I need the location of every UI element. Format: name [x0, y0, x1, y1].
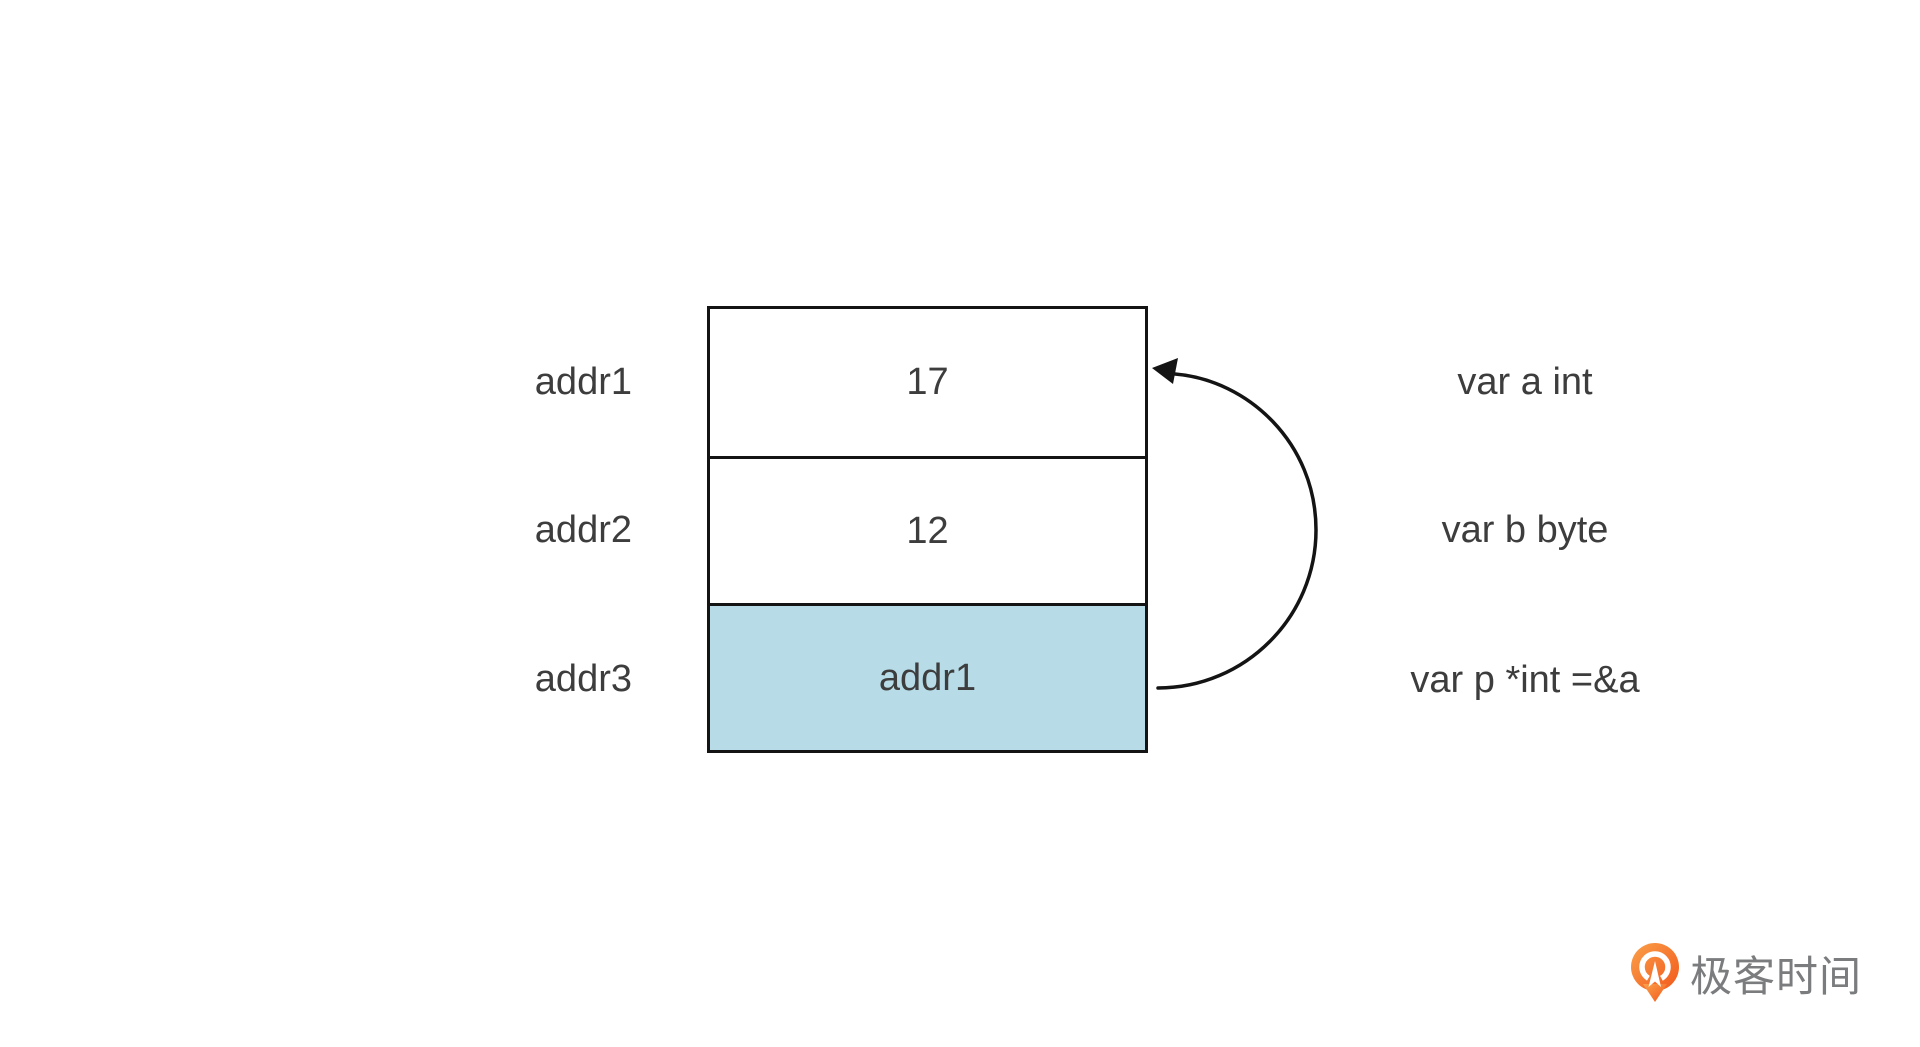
logo-text: 极客时间 [1690, 952, 1863, 1000]
memory-cell-a-value: 17 [906, 361, 949, 403]
arrowhead-icon [1152, 358, 1178, 384]
memory-cell-a: 17 [710, 309, 1145, 456]
memory-cell-b: 12 [710, 456, 1145, 603]
variable-annotation-p: var p *int =&a [1410, 659, 1640, 701]
address-label-addr2: addr2 [534, 509, 632, 551]
pointer-arrow-curve [1156, 372, 1318, 690]
variable-annotation-b: var b byte [1441, 509, 1609, 551]
address-label-addr3: addr3 [534, 658, 632, 700]
geektime-pin-icon [1631, 943, 1679, 1002]
memory-table: 17 12 addr1 [707, 306, 1148, 753]
memory-cell-pointer: addr1 [710, 603, 1145, 750]
memory-cell-pointer-value: addr1 [878, 656, 977, 699]
variable-annotation-a: var a int [1457, 361, 1593, 403]
memory-cell-b-value: 12 [906, 509, 949, 552]
geektime-logo: 极客时间 [1630, 942, 1862, 1004]
address-label-addr1: addr1 [534, 361, 632, 403]
